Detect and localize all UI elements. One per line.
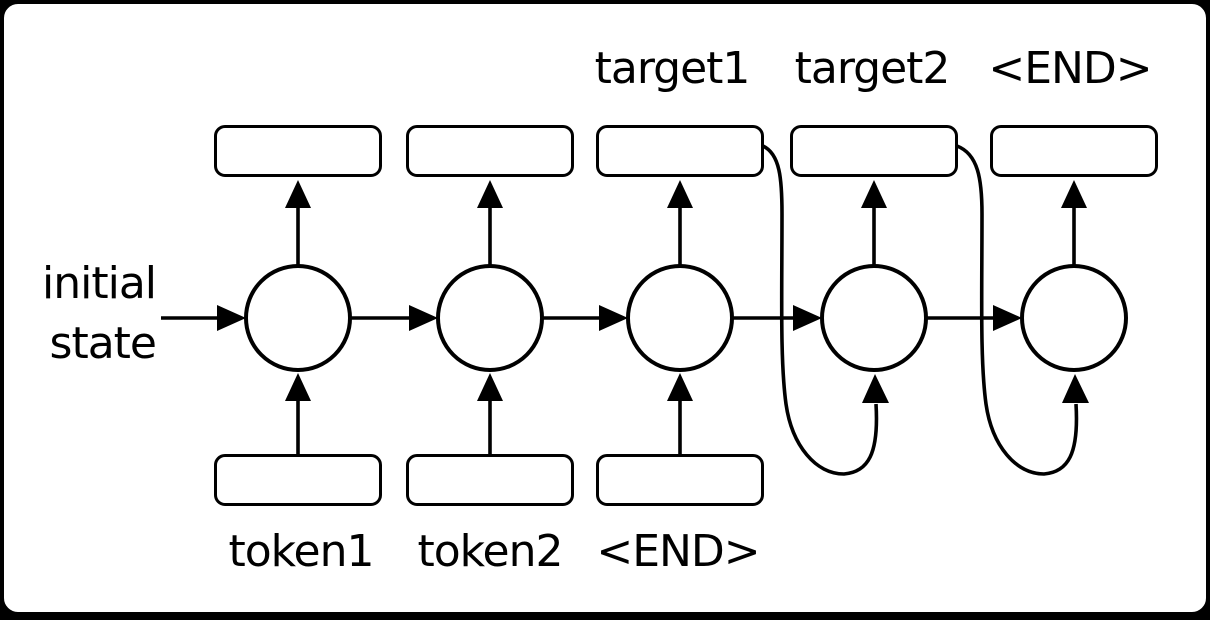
rnn-cell-col1 — [244, 264, 352, 372]
output-arrow-col4 — [861, 180, 887, 266]
output-box-col3 — [596, 125, 764, 177]
initial-state-line1: initial — [42, 258, 157, 309]
initial-state-label: initial state — [22, 254, 157, 374]
output-box-col5 — [990, 125, 1158, 177]
rnn-cell-col3 — [626, 264, 734, 372]
rnn-cell-col5 — [1020, 264, 1128, 372]
arrow-head — [285, 180, 311, 208]
arrow-head — [477, 180, 503, 208]
initial-state-arrow — [161, 305, 246, 331]
output-label-target2: target2 — [794, 43, 951, 94]
arrow-head — [285, 373, 311, 401]
input-box-col2 — [406, 454, 574, 506]
input-label-token2: token2 — [417, 526, 563, 577]
curve-path — [956, 144, 1079, 476]
rnn-cell-col2 — [436, 264, 544, 372]
arrow-head — [861, 180, 887, 208]
arrow-head — [993, 305, 1022, 331]
output-label-target1: target1 — [594, 43, 751, 94]
output-arrow-col1 — [285, 180, 311, 266]
output-box-col2 — [406, 125, 574, 177]
arrow-head — [667, 180, 693, 208]
input-arrow-col2 — [477, 373, 503, 454]
arrow-head — [862, 374, 889, 403]
output-box-col1 — [214, 125, 382, 177]
rnn-cell-col4 — [820, 264, 928, 372]
state-arrow-cell4-cell5 — [927, 305, 1022, 331]
input-box-col3 — [596, 454, 764, 506]
arrow-head — [1062, 374, 1089, 403]
curve-path — [762, 144, 879, 476]
arrow-head — [217, 305, 246, 331]
arrow-head — [1061, 180, 1087, 208]
state-arrow-cell1-cell2 — [351, 305, 438, 331]
output-arrow-col3 — [667, 180, 693, 266]
input-label-token1: token1 — [228, 526, 374, 577]
state-arrow-cell3-cell4 — [733, 305, 822, 331]
input-box-col1 — [214, 454, 382, 506]
output-label-end: <END> — [988, 43, 1152, 94]
arrow-head — [667, 373, 693, 401]
output-arrow-col5 — [1061, 180, 1087, 266]
initial-state-line2: state — [49, 318, 157, 369]
arrow-head — [409, 305, 438, 331]
input-label-end: <END> — [596, 526, 760, 577]
feedback-curve-target2 — [956, 144, 1089, 476]
input-arrow-col1 — [285, 373, 311, 454]
arrow-head — [599, 305, 628, 331]
input-arrow-col3 — [667, 373, 693, 454]
feedback-curve-target1 — [762, 144, 889, 476]
output-arrow-col2 — [477, 180, 503, 266]
connector-layer — [161, 144, 1089, 476]
output-box-col4 — [790, 125, 958, 177]
state-arrow-cell2-cell3 — [543, 305, 628, 331]
arrow-head — [477, 373, 503, 401]
arrow-head — [793, 305, 822, 331]
